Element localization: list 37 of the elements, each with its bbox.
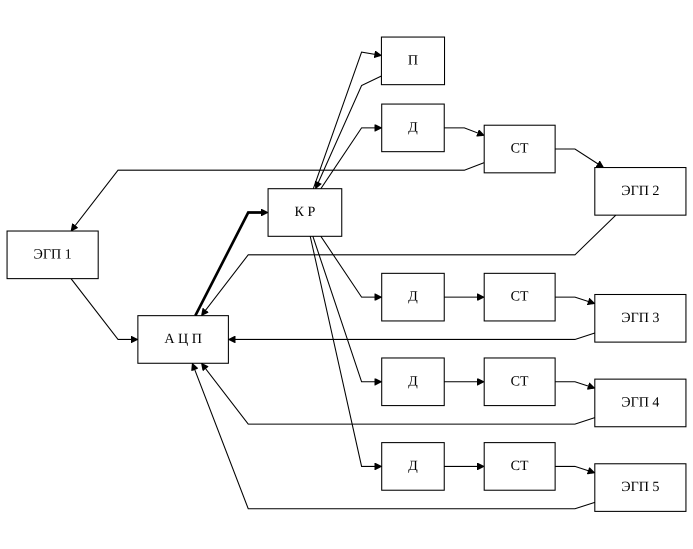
arrow	[320, 124, 382, 190]
arrow	[312, 236, 382, 386]
arrow	[228, 332, 595, 344]
node-box: СТ	[484, 358, 556, 406]
arrow	[191, 363, 595, 510]
node-box: СТ	[484, 442, 556, 492]
node-box: ЭГП 4	[594, 378, 686, 428]
arrow	[314, 76, 382, 190]
node-box: К Р	[268, 188, 342, 238]
arrow	[555, 148, 604, 168]
node-box: Д	[381, 358, 445, 406]
node-box: СТ	[484, 124, 556, 174]
node-box: П	[380, 36, 446, 86]
arrow	[70, 162, 484, 232]
arrow	[555, 382, 596, 390]
arrow	[444, 378, 485, 386]
node-box: ЭГП 1	[6, 230, 99, 280]
node-box: Д	[381, 442, 445, 492]
arrow	[555, 466, 596, 475]
arrow	[555, 296, 596, 306]
arrow	[194, 208, 268, 317]
arrow	[312, 50, 382, 190]
arrow	[444, 462, 485, 471]
node-box: ЭГП 2	[594, 167, 686, 216]
arrow	[310, 236, 382, 471]
node-box: СТ	[484, 273, 556, 322]
arrow	[320, 236, 382, 302]
node-box: Д	[381, 104, 445, 152]
arrow	[444, 128, 485, 137]
node-box: ЭГП 3	[594, 294, 686, 343]
node-box: Д	[381, 273, 445, 322]
node-box: ЭГП 5	[594, 464, 686, 512]
arrow	[70, 278, 138, 344]
arrow	[201, 215, 616, 316]
arrow	[444, 294, 485, 302]
arrow	[201, 363, 595, 425]
node-box: А Ц П	[137, 315, 229, 364]
